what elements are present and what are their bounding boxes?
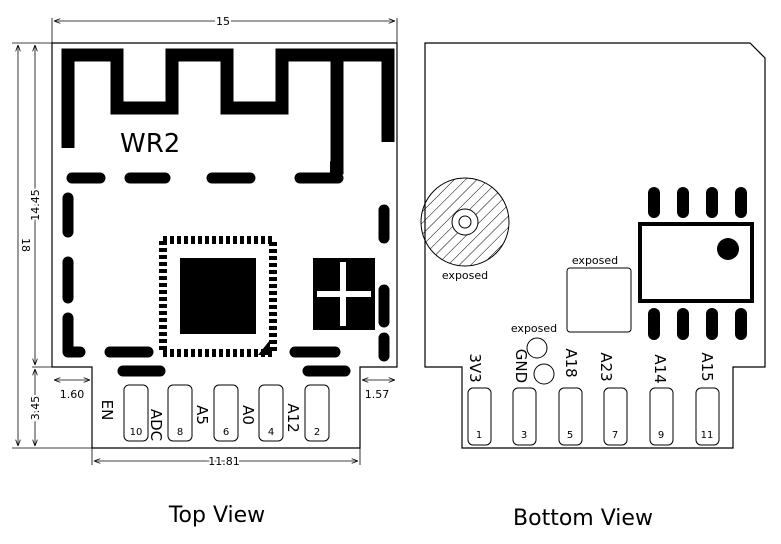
bottom-view: exposed exposed exposed 1 3V3 3 GND 5 A18 7… <box>420 42 766 531</box>
svg-text:A18: A18 <box>562 348 580 377</box>
svg-text:11: 11 <box>701 430 714 441</box>
pin-3: 3 GND <box>512 349 537 446</box>
exposed-square-pad <box>566 267 632 333</box>
svg-text:6: 6 <box>223 427 229 438</box>
test-point <box>526 337 548 359</box>
svg-text:7: 7 <box>612 430 618 441</box>
pin-10: 10 EN <box>98 384 149 442</box>
svg-text:4: 4 <box>268 427 274 438</box>
pin-7: 7 A23 <box>597 352 628 446</box>
dim-right-offset: 1.57 <box>365 388 390 401</box>
module-name: WR2 <box>120 129 180 159</box>
svg-text:exposed: exposed <box>442 269 488 282</box>
pin-2: 2 A12 <box>284 384 330 442</box>
svg-text:2: 2 <box>314 427 320 438</box>
svg-text:A0: A0 <box>239 405 257 425</box>
pin-9: 9 A14 <box>649 354 674 446</box>
antenna-trace <box>61 48 395 175</box>
svg-text:3V3: 3V3 <box>466 353 484 382</box>
dim-width: 15 <box>216 15 230 28</box>
svg-text:3: 3 <box>521 430 527 441</box>
ground-dashes <box>62 172 390 377</box>
test-point <box>533 363 555 385</box>
svg-text:EN: EN <box>98 400 116 421</box>
bottom-view-caption: Bottom View <box>513 506 653 531</box>
svg-text:5: 5 <box>567 430 573 441</box>
svg-text:A12: A12 <box>284 403 302 432</box>
pin-6: 6 A5 <box>193 384 239 442</box>
svg-text:exposed: exposed <box>511 322 557 335</box>
top-pins: 10 EN 8 ADC 6 A5 4 A0 2 A12 <box>98 384 330 442</box>
pin-4: 4 A0 <box>239 384 284 442</box>
pin-11: 11 A15 <box>695 352 720 446</box>
dim-tab-height: 3.45 <box>29 396 42 421</box>
pin-8: 8 ADC <box>147 384 193 442</box>
svg-text:A14: A14 <box>651 354 669 383</box>
bottom-board-outline <box>424 42 766 449</box>
svg-text:exposed: exposed <box>572 254 618 267</box>
svg-text:GND: GND <box>512 349 530 383</box>
dimensions <box>12 18 398 465</box>
dim-height: 18 <box>19 238 32 252</box>
dim-tab-width: 11.81 <box>208 455 240 468</box>
svg-text:ADC: ADC <box>147 409 165 441</box>
svg-text:A23: A23 <box>597 352 615 381</box>
top-view-caption: Top View <box>168 503 265 528</box>
svg-text:A15: A15 <box>698 352 716 381</box>
flash-chip <box>638 187 754 340</box>
svg-text:10: 10 <box>130 427 143 438</box>
svg-text:1: 1 <box>476 430 482 441</box>
exposed-hatched-pad <box>420 177 510 267</box>
pin-1: 1 3V3 <box>466 353 492 446</box>
mcu-chip <box>159 236 277 357</box>
dim-body-height: 14.45 <box>29 189 42 221</box>
top-view: WR2 10 EN 8 ADC 6 A5 4 A0 2 A12 15 18 14.45 3… <box>12 14 398 528</box>
svg-text:A5: A5 <box>193 405 211 425</box>
dim-left-offset: 1.60 <box>60 388 85 401</box>
bottom-pins: 1 3V3 3 GND 5 A18 7 A23 9 A14 11 A15 <box>466 348 720 446</box>
pin-5: 5 A18 <box>558 348 583 446</box>
svg-text:9: 9 <box>658 430 664 441</box>
crystal-component <box>313 258 375 330</box>
svg-text:8: 8 <box>177 427 183 438</box>
